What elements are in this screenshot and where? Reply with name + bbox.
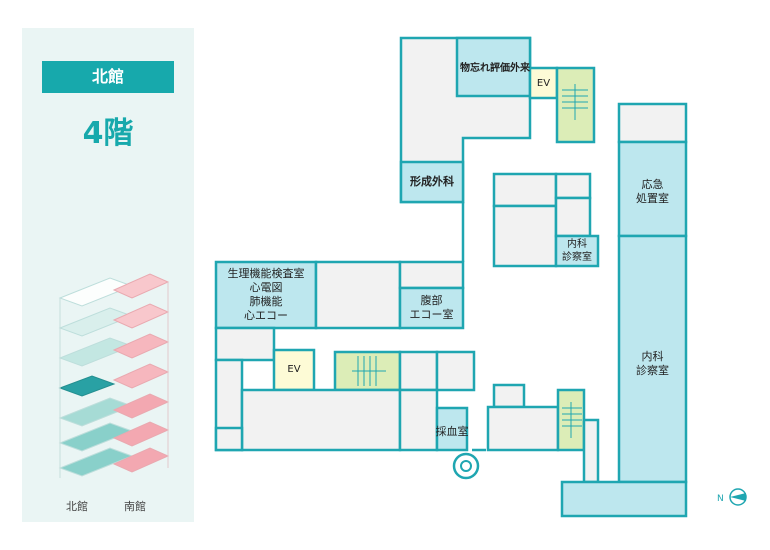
label-emergency: 応急 処置室 xyxy=(636,178,669,205)
legend-north: 北館 xyxy=(66,500,88,513)
room-ev-top xyxy=(528,66,559,100)
label-ev-mid: EV xyxy=(287,364,301,375)
floor-guide-panel: 北館 4階 北館 南館 xyxy=(22,28,194,522)
floor-number: 4階 xyxy=(82,116,134,151)
label-abdominal: 腹部 エコー室 xyxy=(409,294,454,321)
legend-south: 南館 xyxy=(124,500,146,513)
room-internal-large xyxy=(617,234,688,484)
building-3d-diagram xyxy=(58,273,170,478)
label-blood: 採血室 xyxy=(435,425,469,438)
room-ev-mid xyxy=(272,348,316,392)
room-lost-found xyxy=(455,36,532,98)
room-abdominal xyxy=(398,286,465,330)
room-emergency xyxy=(617,140,688,238)
label-physio: 生理機能検査室 心電図 肺機能 心エコー xyxy=(227,267,305,322)
room-internal-small xyxy=(554,234,600,268)
label-lost-found: 物忘れ評価外来 xyxy=(460,63,530,74)
room-plastic-surgery xyxy=(399,160,465,204)
label-ev-top: EV xyxy=(536,78,551,89)
label-internal-small: 内科 診察室 xyxy=(562,239,592,263)
room-blood xyxy=(435,406,469,452)
room-physio xyxy=(214,260,318,330)
label-plastic-surgery: 形成外科 xyxy=(410,175,454,188)
label-internal-large: 内科 診察室 xyxy=(636,350,669,377)
building-name: 北館 xyxy=(42,61,174,93)
